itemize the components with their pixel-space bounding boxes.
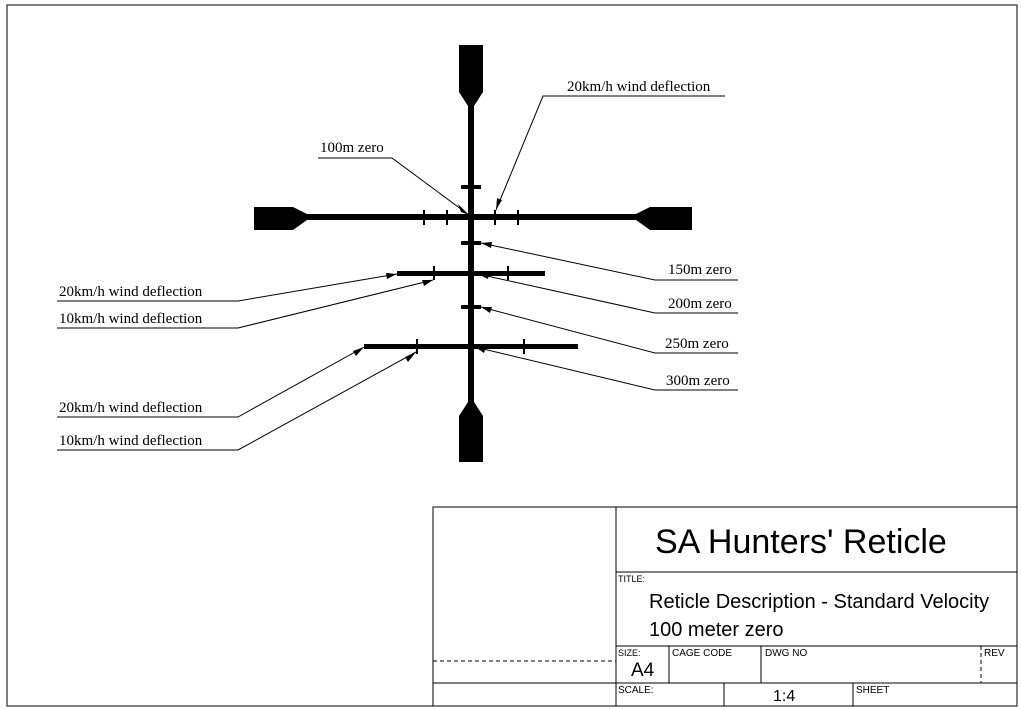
label-300m-zero: 300m zero	[666, 373, 730, 389]
bar-300m	[364, 344, 578, 349]
drawing-title-line1: Reticle Description - Standard Velocity	[649, 591, 989, 613]
arrow-250m	[481, 307, 492, 313]
tick-main-right-10	[494, 210, 496, 225]
arrow-left-10-upper	[422, 280, 433, 286]
title-label: TITLE:	[618, 574, 645, 584]
leader-100m	[318, 157, 470, 216]
leader-left-10-upper	[57, 279, 434, 329]
right-post	[636, 207, 692, 230]
label-left-10-upper: 10km/h wind deflection	[59, 311, 203, 327]
label-top-wind: 20km/h wind deflection	[567, 79, 711, 95]
tick-200-left	[433, 266, 435, 280]
label-250m-zero: 250m zero	[665, 336, 729, 352]
arrow-left-20-lower	[353, 347, 364, 356]
leader-left-20-lower	[57, 346, 365, 418]
label-left-20-upper: 20km/h wind deflection	[59, 284, 203, 300]
cage-code-label: CAGE CODE	[672, 648, 732, 659]
arrow-left-20-upper	[386, 273, 397, 279]
leader-200m	[477, 273, 738, 314]
label-left-10-lower: 10km/h wind deflection	[59, 433, 203, 449]
bar-250m	[461, 305, 481, 309]
sheet-label: SHEET	[856, 685, 889, 696]
top-post	[459, 45, 483, 106]
bar-100m	[461, 185, 481, 189]
tick-main-left-10	[446, 210, 448, 225]
title-block-frame	[432, 506, 1018, 707]
arrow-200m	[478, 273, 489, 279]
leader-left-20-upper	[57, 273, 398, 302]
label-200m-zero: 200m zero	[668, 296, 732, 312]
leader-left-10-lower	[57, 351, 417, 451]
drawing-title-line2: 100 meter zero	[649, 619, 784, 641]
bar-200m	[397, 271, 545, 276]
leader-250m	[480, 306, 738, 354]
left-post	[254, 207, 307, 230]
scale-value: 1:4	[773, 688, 795, 705]
leader-150m	[480, 242, 738, 281]
arrow-100m	[458, 204, 469, 215]
tick-300-left	[416, 339, 418, 354]
label-150m-zero: 150m zero	[668, 262, 732, 278]
bottom-post	[459, 402, 483, 462]
tick-200-right	[507, 266, 509, 280]
reticle	[254, 45, 692, 462]
leader-lines	[57, 95, 738, 451]
arrowheads	[353, 198, 502, 362]
arrow-300m	[475, 347, 486, 353]
bar-150m	[461, 241, 481, 245]
title-block: SA Hunters' Reticle TITLE: Reticle Descr…	[432, 506, 1018, 707]
horizontal-stadia	[305, 214, 638, 220]
size-value: A4	[631, 660, 655, 681]
label-100m-zero: 100m zero	[320, 140, 384, 156]
label-left-20-lower: 20km/h wind deflection	[59, 400, 203, 416]
dwg-no-label: DWG NO	[765, 648, 807, 659]
arrow-left-10-lower	[405, 352, 416, 362]
tick-main-right-20	[517, 210, 519, 225]
rev-label: REV	[984, 648, 1005, 659]
company-name: SA Hunters' Reticle	[655, 523, 947, 561]
scale-label: SCALE:	[618, 685, 654, 696]
arrow-top-wind	[496, 198, 502, 210]
tick-main-left-20	[423, 210, 425, 225]
vertical-stadia	[468, 105, 474, 405]
size-label: SIZE:	[618, 648, 641, 658]
leader-top-wind	[495, 95, 725, 211]
arrow-150m	[481, 242, 492, 248]
tick-300-right	[523, 339, 525, 354]
leader-300m	[474, 346, 738, 391]
